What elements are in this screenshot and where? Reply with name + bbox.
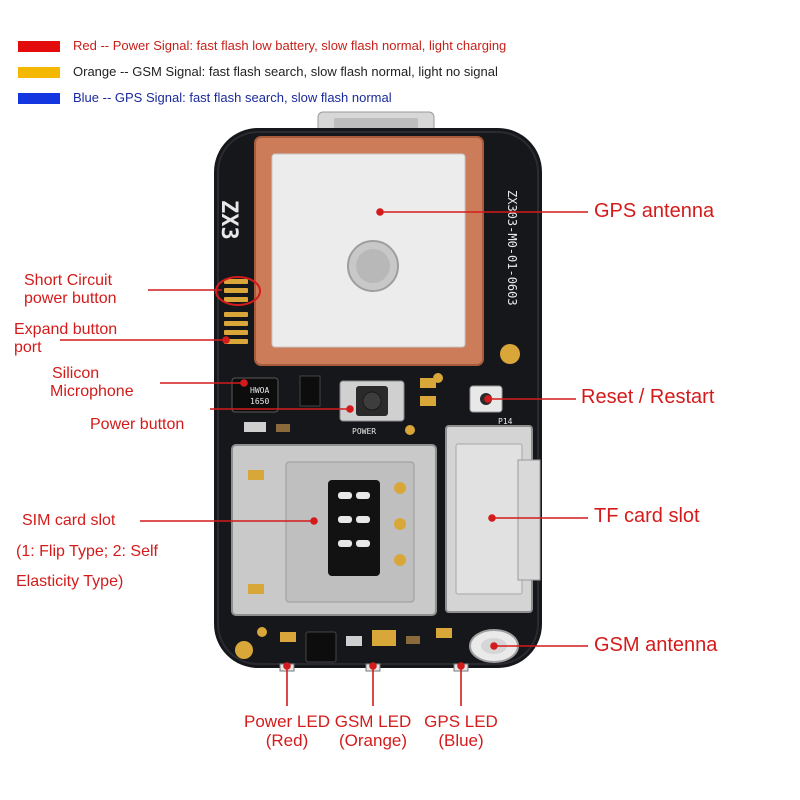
label-gsm-led: GSM LED (Orange) xyxy=(313,712,433,750)
tf-slot-latch xyxy=(517,459,541,581)
silkscreen-port: P14 xyxy=(498,417,513,426)
legend-swatch-red xyxy=(18,41,60,52)
mic-chip-text-2: 1650 xyxy=(250,397,269,406)
label-sim-note-2: Elasticity Type) xyxy=(16,573,124,590)
label-mic-line-2: Microphone xyxy=(50,382,134,400)
label-mic-line-1: Silicon xyxy=(52,365,100,382)
label-gsm-led-line-2: (Orange) xyxy=(338,731,408,751)
legend-swatch-orange xyxy=(18,67,60,78)
label-gps-led-line-1: GPS LED xyxy=(424,712,498,731)
label-silicon-microphone: Silicon Microphone xyxy=(50,365,134,401)
gps-antenna-feed-core xyxy=(356,249,390,283)
expand-port-pads xyxy=(224,312,248,344)
sim-slot-gold-pads xyxy=(248,470,406,594)
label-short-circuit-power-button: Short Circuit power button xyxy=(24,272,117,308)
label-sim-note-1: (1: Flip Type; 2: Self xyxy=(16,543,158,560)
short-circuit-highlight xyxy=(215,276,261,306)
legend-text-blue: Blue -- GPS Signal: fast flash search, s… xyxy=(73,90,392,105)
label-gsm-led-line-1: GSM LED xyxy=(334,712,412,731)
silkscreen-power: POWER xyxy=(352,427,376,436)
label-power-led-line-1: Power LED xyxy=(244,712,330,731)
legend-text-red: Red -- Power Signal: fast flash low batt… xyxy=(73,38,507,53)
label-gps-antenna: GPS antenna xyxy=(594,200,715,222)
label-gps-led-line-2: (Blue) xyxy=(438,731,484,751)
sim-slot-well xyxy=(328,480,380,576)
label-power-led: Power LED (Red) xyxy=(207,712,367,750)
label-short-circuit-line-2: power button xyxy=(24,289,117,307)
callout-lines xyxy=(60,208,588,706)
silkscreen-board-id: ZX303-M0-01-0603 xyxy=(505,190,519,306)
label-tf-card-slot: TF card slot xyxy=(594,505,700,527)
label-expand-line-2: port xyxy=(14,338,42,356)
label-gps-led: GPS LED (Blue) xyxy=(417,712,505,750)
label-power-button: Power button xyxy=(90,416,185,433)
label-gsm-antenna: GSM antenna xyxy=(594,634,718,656)
label-power-led-line-2: (Red) xyxy=(265,731,309,751)
label-reset-restart: Reset / Restart xyxy=(581,386,715,408)
label-expand-button-port: Expand button port xyxy=(14,321,117,357)
label-short-circuit-line-1: Short Circuit xyxy=(24,272,113,289)
small-components xyxy=(244,373,443,435)
silkscreen-side-mark: ZX3 xyxy=(216,200,241,240)
label-expand-line-1: Expand button xyxy=(14,321,118,338)
pad-right xyxy=(500,344,520,364)
legend-swatch-blue xyxy=(18,93,60,104)
short-circuit-pads xyxy=(224,279,248,302)
mic-chip-text-1: HWOA xyxy=(250,386,269,395)
sim-slot-contacts xyxy=(338,492,370,547)
bottom-components xyxy=(235,627,452,663)
label-sim-card-slot: SIM card slot xyxy=(22,512,116,529)
legend-text-orange: Orange -- GSM Signal: fast flash search,… xyxy=(73,64,498,79)
power-button-knob xyxy=(362,391,382,411)
